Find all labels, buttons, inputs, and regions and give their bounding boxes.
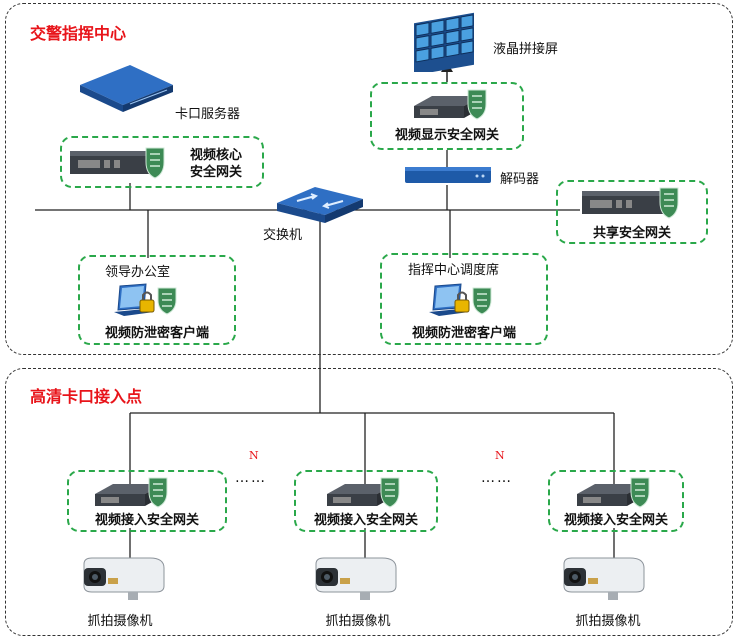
- decoder-label: 解码器: [500, 172, 540, 187]
- video-display-gateway-box: [370, 82, 524, 150]
- gateway-icon: [327, 477, 400, 508]
- ellipsis-2: ……: [481, 470, 513, 486]
- camera-label-3: 抓拍摄像机: [575, 614, 641, 629]
- laptop-icon: [429, 283, 492, 316]
- command-center-title: 交警指挥中心: [30, 24, 127, 43]
- video-core-gateway-label-1: 视频核心: [190, 148, 243, 163]
- access-gateway-label-2: 视频接入安全网关: [313, 513, 418, 528]
- camera-label-2: 抓拍摄像机: [325, 614, 391, 629]
- leader-office-box: [78, 255, 236, 345]
- leader-office-label: 领导办公室: [105, 265, 171, 280]
- shared-gateway-box: [556, 180, 708, 244]
- switch-icon: [277, 187, 363, 223]
- video-display-gateway-label: 视频显示安全网关: [394, 128, 499, 143]
- camera-icon: [563, 557, 645, 600]
- video-core-gateway-label-2: 安全网关: [190, 165, 243, 180]
- dispatch-client-label: 视频防泄密客户端: [411, 326, 516, 341]
- gateway-icon: [582, 187, 679, 219]
- server-icon: [80, 65, 173, 112]
- camera-icon: [315, 557, 397, 600]
- camera-label-1: 抓拍摄像机: [87, 614, 153, 629]
- gateway-icon: [95, 477, 168, 508]
- camera-icon: [83, 557, 165, 600]
- lcd-wall-icon: [414, 12, 474, 72]
- gateway-icon: [70, 147, 165, 179]
- access-point-zone: [5, 368, 733, 636]
- dispatch-desk-box: [380, 253, 548, 345]
- gateway-icon: [577, 477, 650, 508]
- lcd-wall-label: 液晶拼接屏: [493, 42, 559, 57]
- dispatch-desk-label: 指挥中心调度席: [408, 263, 500, 278]
- access-point-title: 高清卡口接入点: [30, 387, 143, 406]
- checkpoint-server-label: 卡口服务器: [175, 107, 241, 122]
- laptop-icon: [114, 283, 177, 316]
- ellipsis-1: ……: [235, 470, 267, 486]
- command-center-zone: [5, 3, 733, 355]
- n-mark-1: N: [249, 449, 259, 462]
- access-gateway-box-2: [294, 470, 438, 532]
- access-gateway-label-1: 视频接入安全网关: [94, 513, 199, 528]
- shared-gateway-label: 共享安全网关: [592, 226, 671, 241]
- access-gateway-box-3: [548, 470, 684, 532]
- access-gateway-label-3: 视频接入安全网关: [563, 513, 668, 528]
- gateway-icon: [414, 89, 487, 120]
- n-mark-2: N: [495, 449, 505, 462]
- leader-client-label: 视频防泄密客户端: [104, 326, 209, 341]
- decoder-icon: [405, 167, 491, 183]
- video-core-gateway-box: [60, 136, 264, 188]
- switch-label: 交换机: [263, 228, 303, 243]
- access-gateway-box-1: [67, 470, 227, 532]
